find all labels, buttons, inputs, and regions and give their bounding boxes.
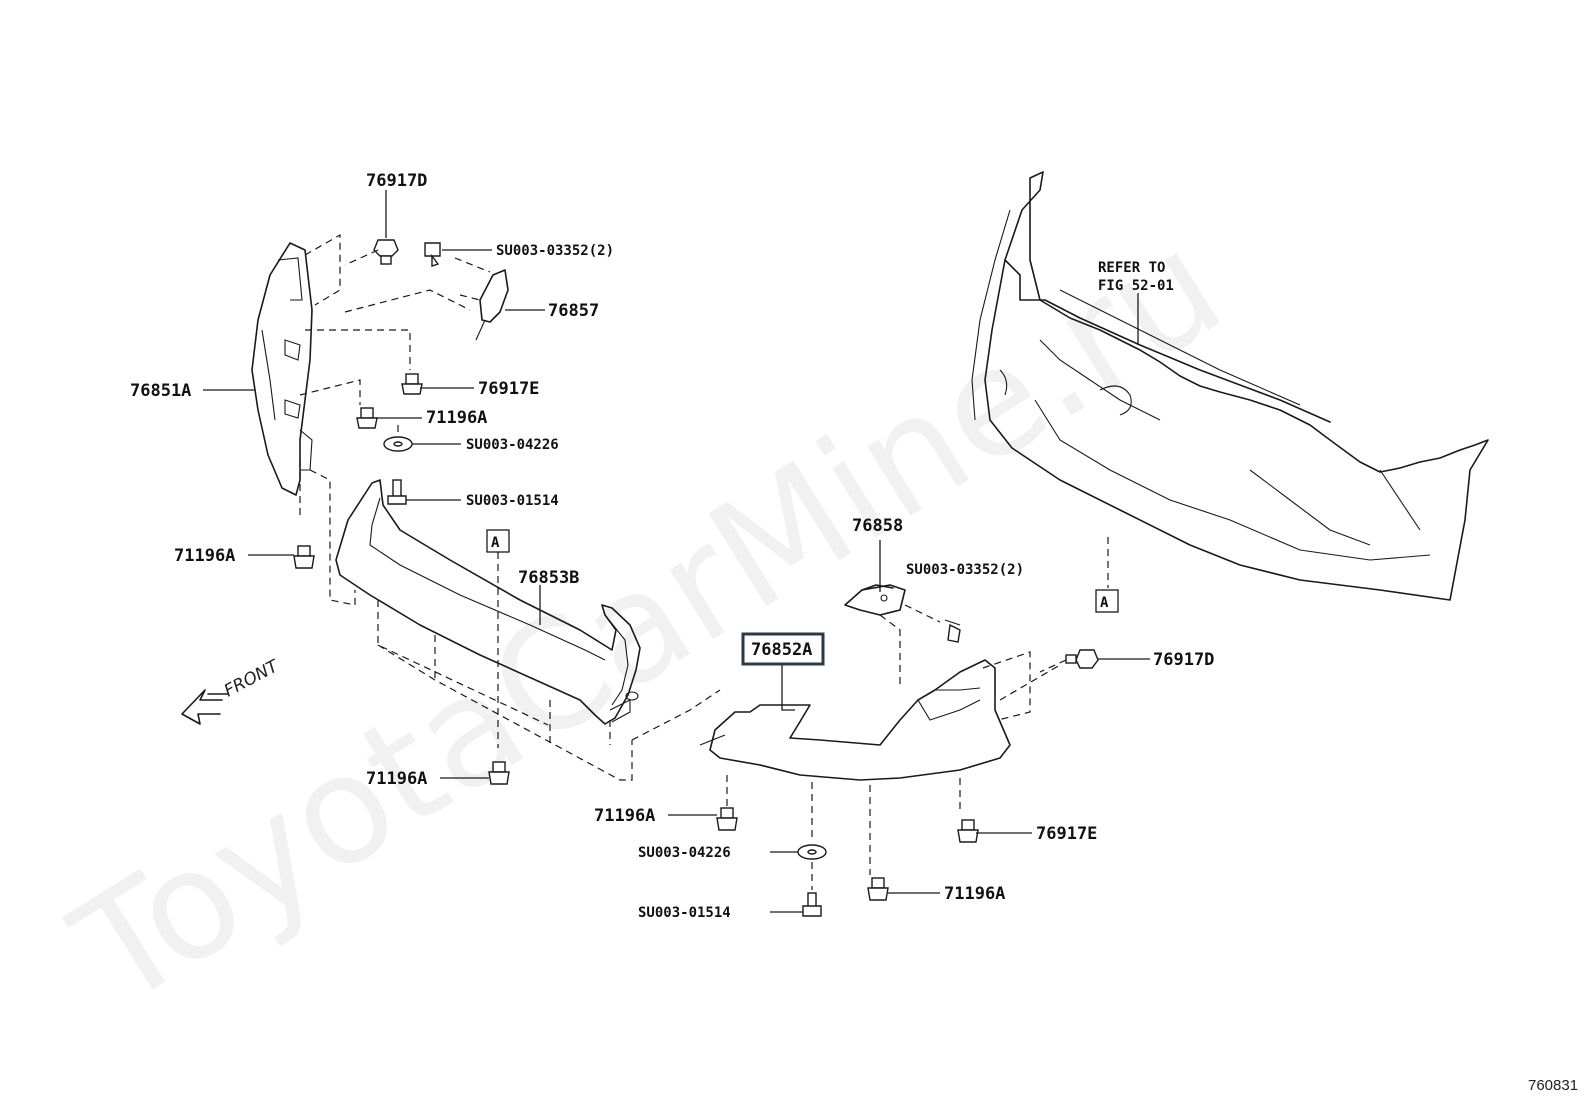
bracket-76858[interactable] bbox=[844, 584, 906, 616]
clip-71196a-upper[interactable] bbox=[356, 407, 378, 429]
bracket-76857[interactable] bbox=[475, 269, 509, 341]
screw-su003-01514-left[interactable] bbox=[387, 479, 407, 505]
bolt-su003-03352-top[interactable] bbox=[424, 242, 441, 267]
label-71196a-left[interactable]: 71196A bbox=[174, 546, 235, 566]
reference-box-a-left bbox=[486, 529, 510, 553]
front-direction-arrow-icon bbox=[181, 689, 229, 725]
clip-71196a-lower-left[interactable] bbox=[488, 761, 510, 785]
reference-note-line2: FIG 52-01 bbox=[1098, 278, 1174, 294]
label-71196a-lower-left[interactable]: 71196A bbox=[366, 769, 427, 789]
lower-molding-76853b[interactable] bbox=[335, 479, 641, 725]
clip-76917d-right[interactable] bbox=[1065, 649, 1099, 669]
highlight-box-76852a bbox=[741, 632, 825, 666]
clip-71196a-center[interactable] bbox=[716, 807, 738, 831]
reference-box-a-right bbox=[1095, 589, 1119, 613]
clip-71196a-left[interactable] bbox=[293, 545, 315, 569]
label-71196a-center[interactable]: 71196A bbox=[594, 806, 655, 826]
label-71196a-upper[interactable]: 71196A bbox=[426, 408, 487, 428]
label-76858[interactable]: 76858 bbox=[852, 516, 903, 536]
label-su003-04226-left[interactable]: SU003-04226 bbox=[466, 437, 559, 453]
label-76857[interactable]: 76857 bbox=[548, 301, 599, 321]
reference-letter-a-left: A bbox=[491, 535, 500, 551]
washer-su003-04226-bottom[interactable] bbox=[797, 844, 827, 860]
clip-76917e-right[interactable] bbox=[957, 819, 979, 843]
screw-su003-01514-bottom[interactable] bbox=[802, 892, 822, 917]
reference-note-line1: REFER TO bbox=[1098, 260, 1165, 276]
label-76852a[interactable]: 76852A bbox=[751, 640, 812, 660]
label-76853b[interactable]: 76853B bbox=[518, 568, 579, 588]
label-su003-01514-left[interactable]: SU003-01514 bbox=[466, 493, 559, 509]
label-76851a[interactable]: 76851A bbox=[130, 381, 191, 401]
side-bracket-76851a[interactable] bbox=[251, 242, 313, 496]
label-su003-03352-top[interactable]: SU003-03352(2) bbox=[496, 243, 614, 259]
clip-71196a-right[interactable] bbox=[867, 877, 889, 901]
figure-number: 760831 bbox=[1528, 1077, 1578, 1094]
clip-76917e-left[interactable] bbox=[401, 373, 423, 395]
label-76917e-left[interactable]: 76917E bbox=[478, 379, 539, 399]
label-su003-03352-right[interactable]: SU003-03352(2) bbox=[906, 562, 1024, 578]
front-direction-label: FRONT bbox=[221, 656, 283, 702]
clip-76917d-top[interactable] bbox=[373, 239, 399, 265]
label-76917d-right[interactable]: 76917D bbox=[1153, 650, 1214, 670]
label-76917d-top[interactable]: 76917D bbox=[366, 171, 427, 191]
lower-spoiler-76852a[interactable] bbox=[699, 659, 1011, 781]
label-76917e-right[interactable]: 76917E bbox=[1036, 824, 1097, 844]
front-bumper-cover[interactable] bbox=[971, 171, 1489, 601]
bolt-su003-03352-right[interactable] bbox=[944, 619, 961, 643]
label-71196a-right[interactable]: 71196A bbox=[944, 884, 1005, 904]
label-su003-01514-bottom[interactable]: SU003-01514 bbox=[638, 905, 731, 921]
reference-letter-a-right: A bbox=[1100, 595, 1109, 611]
label-su003-04226-bottom[interactable]: SU003-04226 bbox=[638, 845, 731, 861]
washer-su003-04226-left[interactable] bbox=[383, 436, 413, 452]
